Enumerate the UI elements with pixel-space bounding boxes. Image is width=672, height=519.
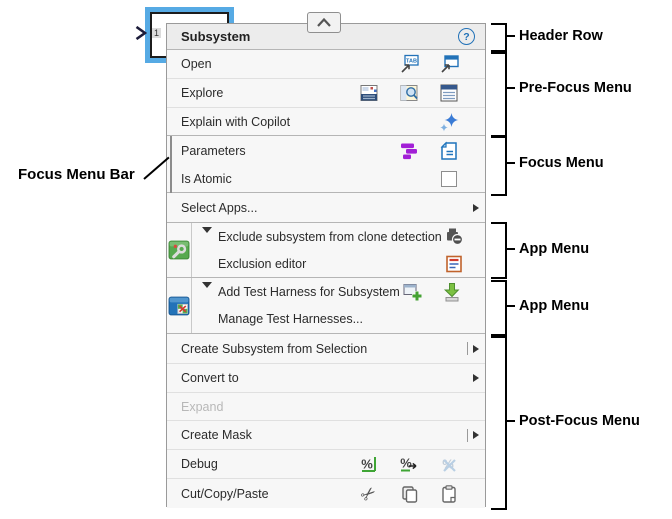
property-inspector-icon[interactable] xyxy=(437,81,461,105)
parameters-icon[interactable] xyxy=(397,139,421,163)
menu-item-label: Convert to xyxy=(181,371,239,385)
menu-item-expand: Expand xyxy=(167,393,485,421)
menu-item-label: Exclude subsystem from clone detection xyxy=(218,229,442,244)
annotation-post-focus-menu: Post-Focus Menu xyxy=(519,413,640,429)
bracket-pre-focus-menu xyxy=(491,52,507,137)
exclusion-editor-icon[interactable] xyxy=(442,252,466,276)
submenu-arrow-icon xyxy=(473,344,479,353)
menu-item-label: Create Subsystem from Selection xyxy=(181,341,368,356)
annotation-app-menu-1: App Menu xyxy=(519,241,590,257)
menu-item-explore[interactable]: Explore xyxy=(167,79,485,108)
clone-detector-app-icon xyxy=(167,223,192,277)
annotation-header-row: Header Row xyxy=(519,28,603,44)
menu-item-label: Exclusion editor xyxy=(218,256,307,271)
focus-menu-section: Parameters xyxy=(167,136,485,193)
menu-item-open[interactable]: Open TAB xyxy=(167,50,485,79)
simulink-test-app-icon xyxy=(167,278,192,333)
collapse-triangle-icon[interactable] xyxy=(202,282,212,288)
menu-item-convert-to[interactable]: Convert to xyxy=(167,364,485,393)
menu-item-label: Create Mask xyxy=(181,428,252,442)
bracket-tick xyxy=(506,87,515,89)
collapse-menu-button[interactable] xyxy=(307,12,341,33)
model-explorer-icon[interactable] xyxy=(357,81,381,105)
bracket-tick xyxy=(506,35,515,37)
menu-item-label: Expand xyxy=(181,399,224,414)
menu-item-debug[interactable]: Debug % % % xyxy=(167,450,485,479)
submenu-arrow-icon xyxy=(473,374,479,382)
clear-breakpoints-disabled-icon: % xyxy=(437,452,461,476)
open-in-new-window-icon[interactable] xyxy=(437,52,461,76)
menu-item-parameters[interactable]: Parameters xyxy=(167,136,485,165)
block-parameters-dialog-icon[interactable] xyxy=(437,139,461,163)
exclude-clone-detection-icon[interactable] xyxy=(442,225,466,249)
bracket-app-menu-2 xyxy=(491,280,507,336)
add-test-harness-icon[interactable] xyxy=(400,280,424,304)
menu-item-exclude-clone-detection[interactable]: Exclude subsystem from clone detection xyxy=(192,223,490,250)
input-port-icon xyxy=(135,25,148,45)
svg-text:%: % xyxy=(361,457,373,472)
menu-title: Subsystem xyxy=(181,29,251,44)
menu-item-select-apps[interactable]: Select Apps... xyxy=(167,193,485,223)
open-in-new-tab-icon[interactable]: TAB xyxy=(397,52,421,76)
copilot-sparkles-icon xyxy=(437,110,461,134)
port-number-label: 1 xyxy=(152,28,162,38)
split-button-divider xyxy=(467,428,468,442)
focus-menu-bar xyxy=(170,136,172,193)
bracket-tick xyxy=(506,420,515,422)
annotation-focus-menu: Focus Menu xyxy=(519,155,604,171)
is-atomic-checkbox[interactable] xyxy=(441,170,457,187)
menu-item-label: Explain with Copilot xyxy=(181,114,291,129)
menu-item-label: Explore xyxy=(181,86,224,100)
menu-item-label: Open xyxy=(181,57,212,71)
menu-item-create-subsystem[interactable]: Create Subsystem from Selection xyxy=(167,334,485,364)
menu-item-is-atomic[interactable]: Is Atomic xyxy=(167,165,485,193)
cut-icon[interactable]: ✂ xyxy=(356,480,382,507)
menu-item-label: Manage Test Harnesses... xyxy=(218,312,363,327)
bracket-app-menu-1 xyxy=(491,222,507,279)
paste-icon[interactable] xyxy=(437,482,461,506)
menu-item-exclusion-editor[interactable]: Exclusion editor xyxy=(192,250,490,277)
collapse-triangle-icon[interactable] xyxy=(202,227,212,233)
menu-item-create-mask[interactable]: Create Mask xyxy=(167,421,485,450)
annotation-pre-focus-menu: Pre-Focus Menu xyxy=(519,80,632,96)
step-over-icon[interactable]: % xyxy=(397,452,421,476)
bracket-post-focus-menu xyxy=(491,336,507,510)
menu-item-label: Debug xyxy=(181,457,218,471)
bracket-tick xyxy=(506,305,515,307)
menu-item-label: Is Atomic xyxy=(181,171,232,186)
model-browser-icon[interactable] xyxy=(397,81,421,105)
menu-item-label: Cut/Copy/Paste xyxy=(181,486,269,501)
menu-item-add-test-harness[interactable]: Add Test Harness for Subsystem xyxy=(192,278,488,306)
menu-item-explain-with-copilot[interactable]: Explain with Copilot xyxy=(167,108,485,136)
menu-item-label: Add Test Harness for Subsystem xyxy=(218,284,400,299)
svg-text:%: % xyxy=(400,456,412,471)
bracket-focus-menu xyxy=(491,136,507,196)
submenu-arrow-icon xyxy=(473,431,479,439)
split-button-divider xyxy=(467,342,468,355)
chevron-up-icon xyxy=(317,17,331,27)
app-menu-simulink-test: Add Test Harness for Subsystem xyxy=(167,278,485,334)
subsystem-context-menu: Subsystem ? Open TAB xyxy=(166,12,486,508)
annotation-app-menu-2: App Menu xyxy=(519,298,590,314)
app-menu-clone-detector: Exclude subsystem from clone detection xyxy=(167,223,485,278)
import-test-harness-icon[interactable] xyxy=(440,280,464,304)
copy-icon[interactable] xyxy=(397,482,421,506)
menu-item-manage-test-harnesses[interactable]: Manage Test Harnesses... xyxy=(192,306,488,334)
svg-text:TAB: TAB xyxy=(406,59,417,65)
annotation-focus-menu-bar: Focus Menu Bar xyxy=(18,166,135,183)
bracket-header-row xyxy=(491,23,507,52)
menu-item-label: Parameters xyxy=(181,143,246,158)
help-icon[interactable]: ? xyxy=(458,28,475,45)
menu-item-cut-copy-paste[interactable]: Cut/Copy/Paste ✂ xyxy=(167,479,485,508)
bracket-tick xyxy=(506,248,515,250)
run-to-breakpoint-icon[interactable]: % xyxy=(357,452,381,476)
bracket-tick xyxy=(506,162,515,164)
submenu-arrow-icon xyxy=(473,203,479,212)
menu-item-label: Select Apps... xyxy=(181,200,258,215)
